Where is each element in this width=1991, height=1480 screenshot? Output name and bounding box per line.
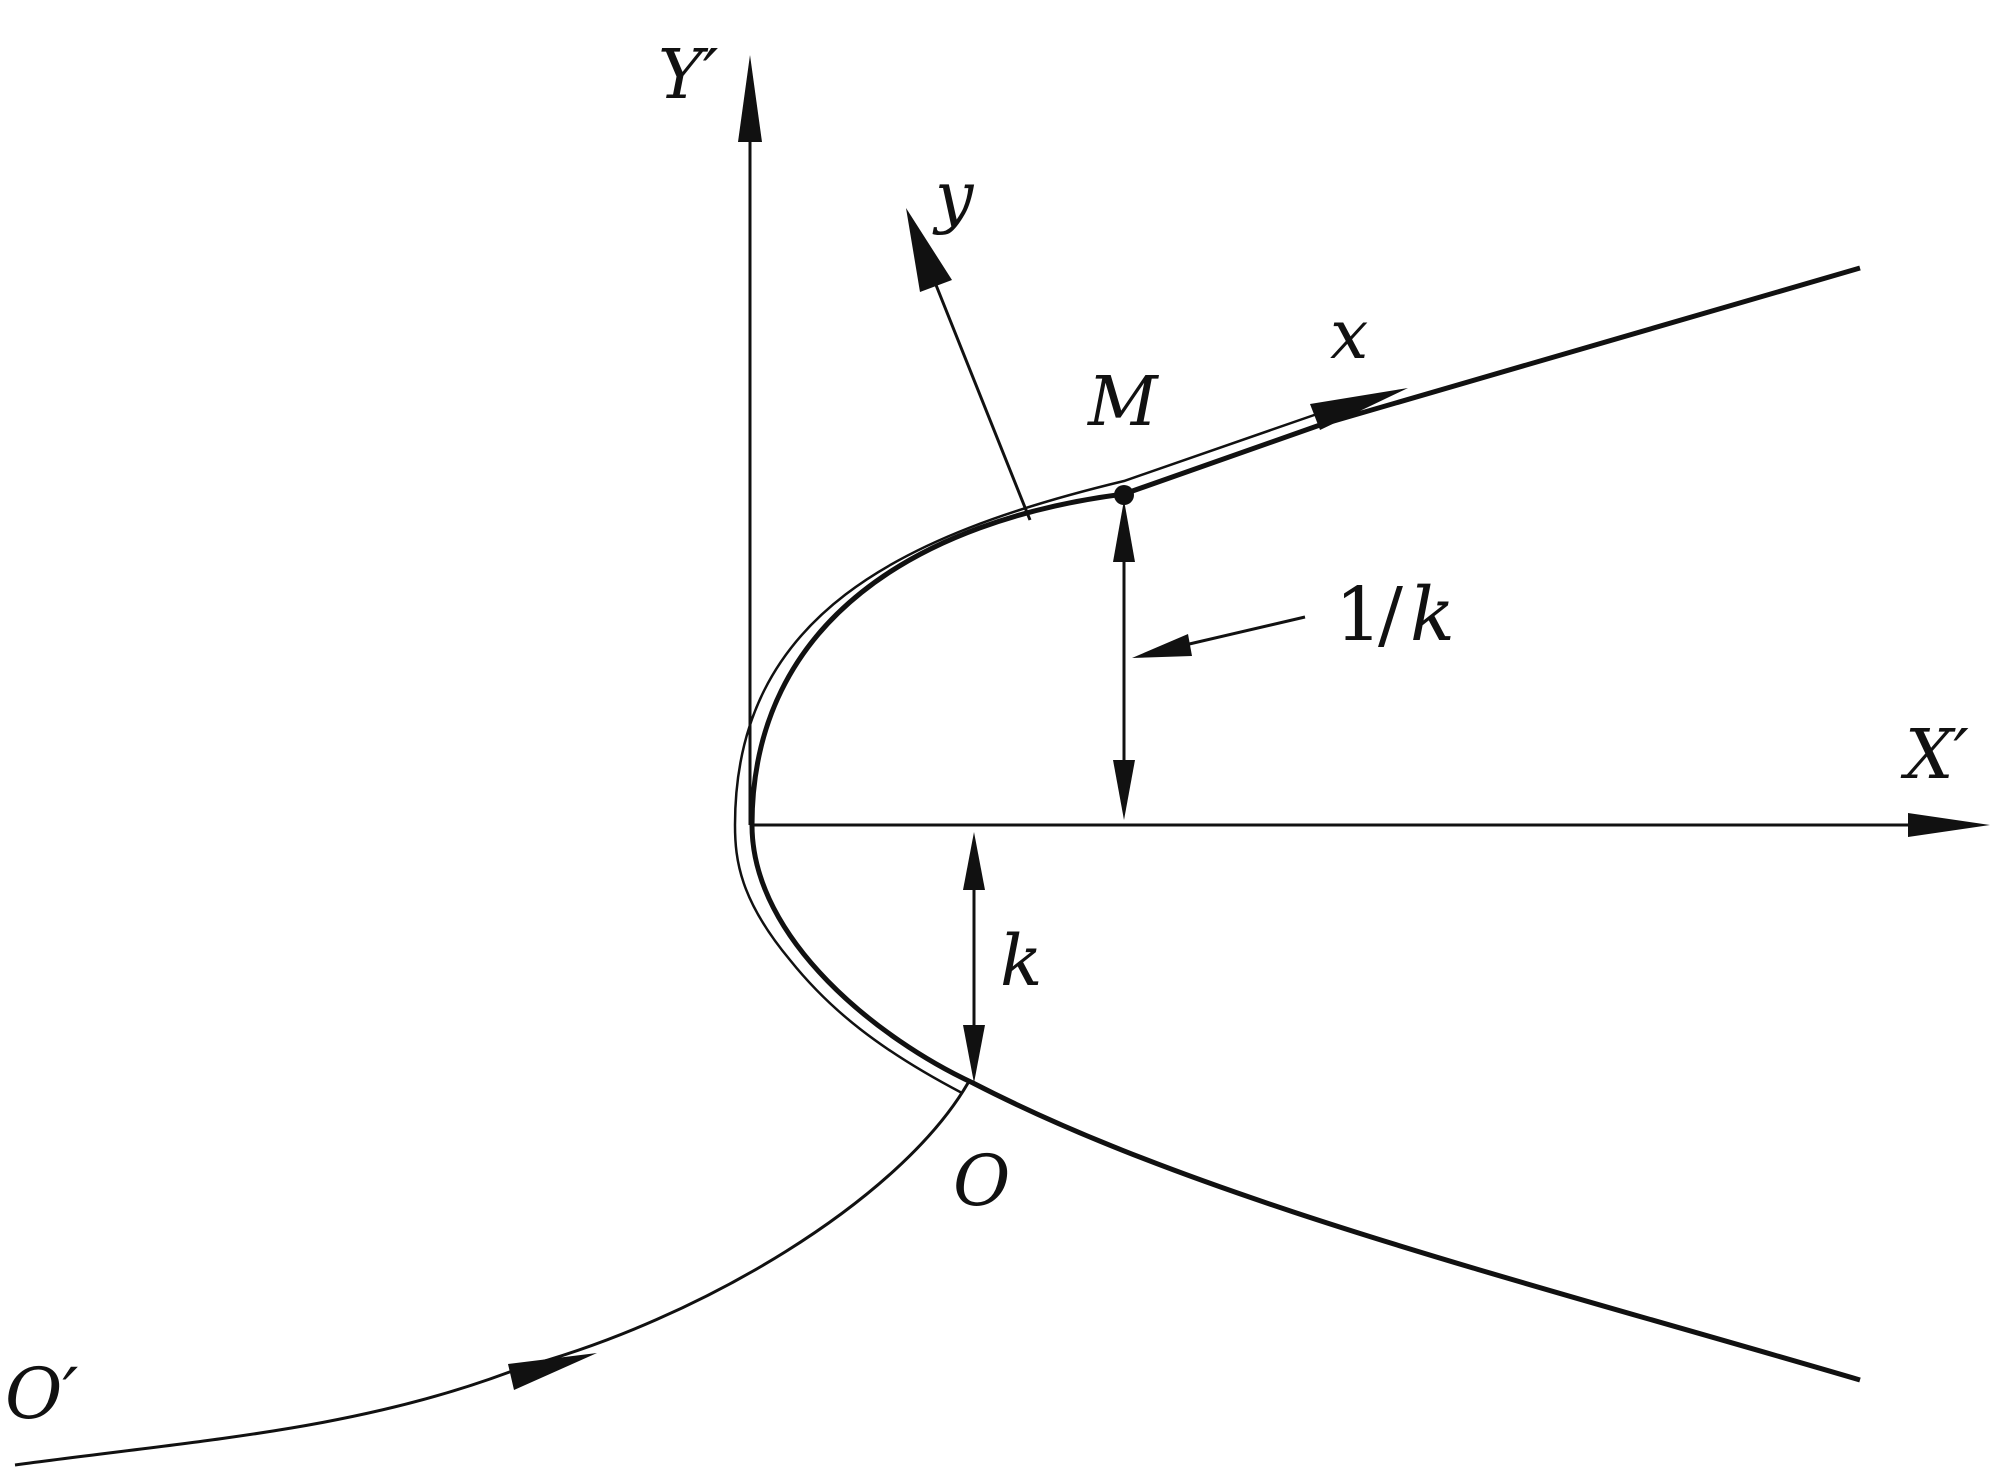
- label-radius-slash: /: [1378, 572, 1403, 658]
- incoming-path: [14, 1082, 970, 1467]
- radius-dimension-arrow-bottom: [1113, 760, 1135, 820]
- label-y-prime-axis: Y′: [658, 36, 719, 115]
- label-point-o-prime: O′: [5, 1353, 78, 1435]
- offset-curve: [733, 411, 1321, 1095]
- label-x-prime-axis: X′: [1900, 716, 1969, 795]
- point-m-dot: [1114, 485, 1134, 505]
- label-point-m: M: [1086, 363, 1160, 442]
- local-x-axis-arrowhead: [1310, 388, 1408, 430]
- radius-leader-arrowhead: [1132, 634, 1192, 658]
- parabola-upper-branch: [749, 265, 1861, 826]
- parabola-lower-branch: [749, 824, 1861, 1383]
- local-y-axis: [928, 269, 1032, 521]
- k-dimension-arrow-top: [963, 832, 985, 890]
- local-y-axis-arrowhead: [906, 208, 952, 292]
- x-prime-axis-arrowhead: [1908, 813, 1990, 837]
- label-k: k: [1000, 920, 1042, 1002]
- radius-leader-line: [1184, 615, 1306, 647]
- label-radius-one: 1: [1335, 572, 1382, 658]
- label-local-x-axis: x: [1330, 296, 1368, 375]
- y-prime-axis-arrowhead: [738, 55, 762, 142]
- label-local-y-axis: y: [932, 158, 975, 237]
- incoming-path-arrowhead: [508, 1353, 597, 1390]
- k-dimension-arrow-bottom: [963, 1025, 985, 1083]
- label-radius-k: k: [1410, 572, 1455, 658]
- label-point-o: O: [953, 1140, 1010, 1222]
- radius-dimension-arrow-top: [1113, 500, 1135, 562]
